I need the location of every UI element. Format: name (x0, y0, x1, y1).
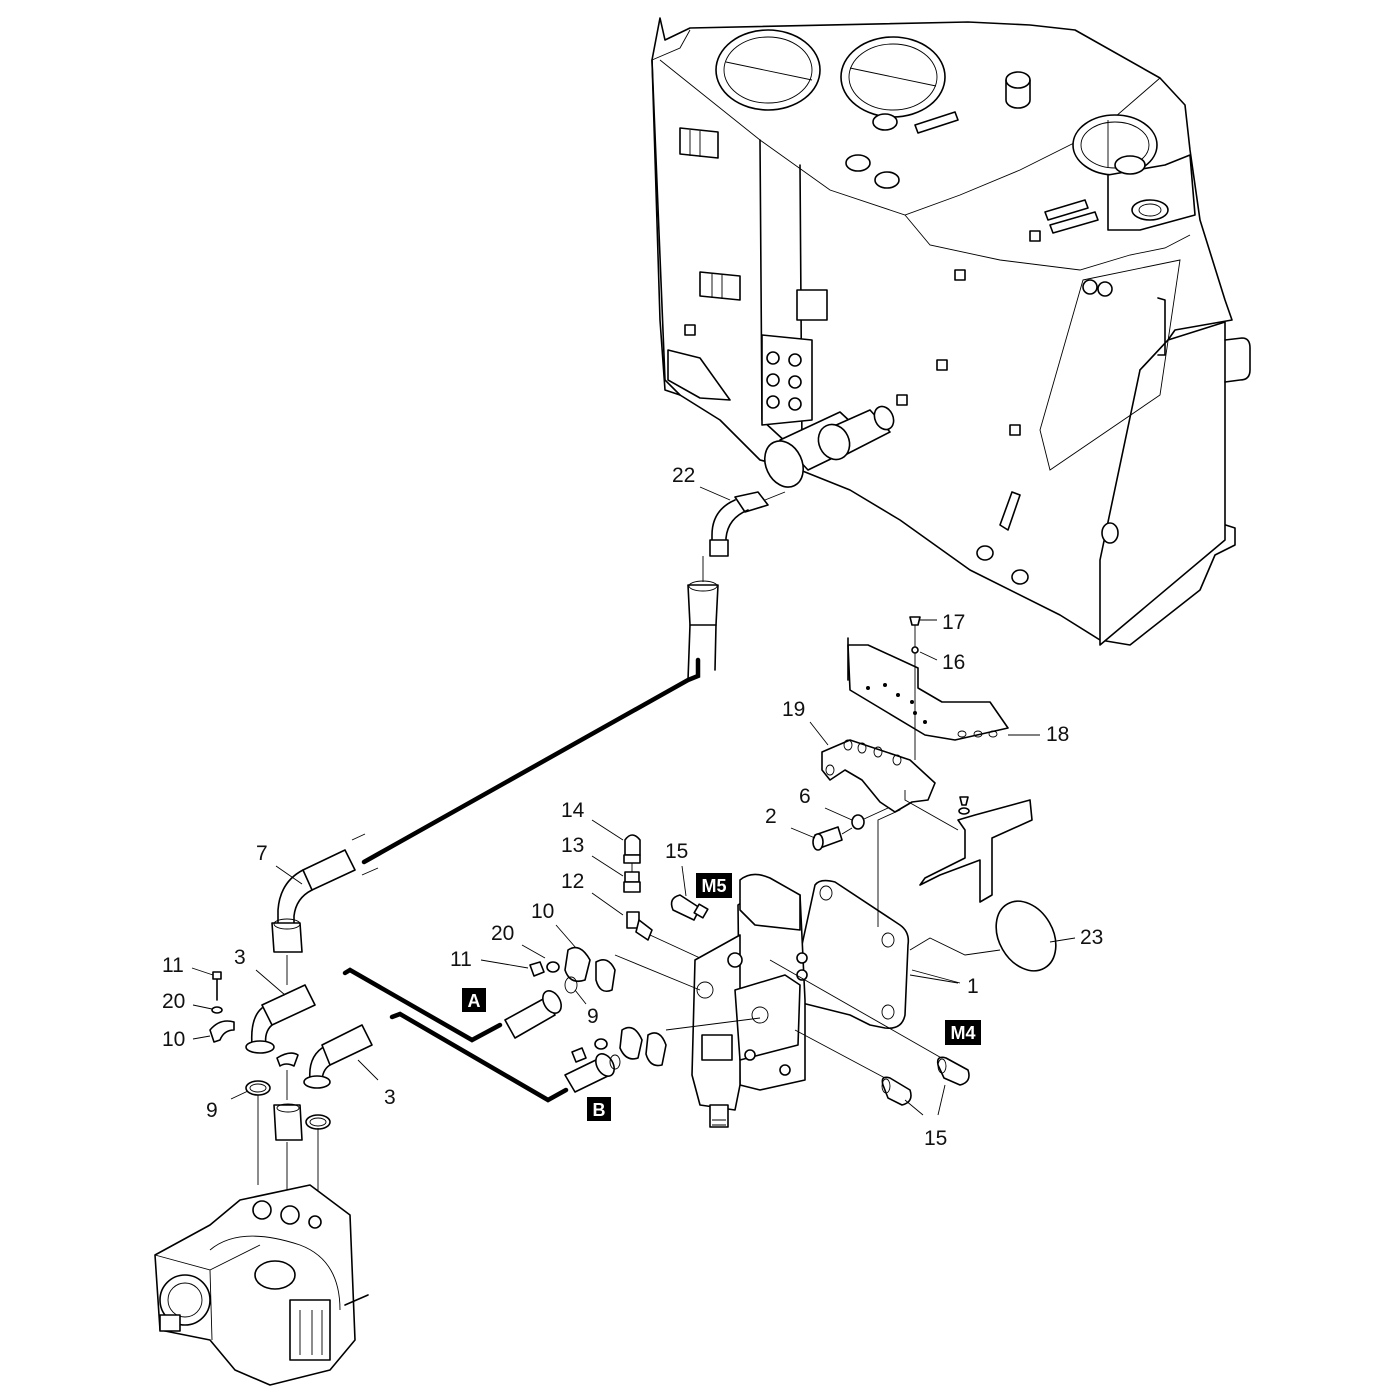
callout-7: 7 (256, 842, 268, 865)
port-tag-m4: M4 (945, 1020, 981, 1045)
hydraulic-pump (154, 1184, 369, 1386)
hose-fittings-3 (245, 984, 373, 1089)
hose-line-b (389, 1011, 569, 1103)
hose-line-7 (361, 657, 701, 865)
callout-17: 17 (942, 611, 965, 634)
plugs-15-m4 (881, 1056, 970, 1106)
callout-10-left: 10 (162, 1028, 185, 1051)
callout-10-mid: 10 (531, 900, 554, 923)
bolt-17-washer-16 (909, 616, 921, 760)
callout-2: 2 (765, 805, 777, 828)
frame-round-openings (715, 29, 946, 118)
callout-11-left: 11 (162, 954, 184, 977)
port-tags: M5 M4 A B (462, 873, 981, 1121)
flange-fittings-a (504, 946, 616, 1039)
port-tag-m5: M5 (696, 873, 732, 898)
svg-text:M4: M4 (950, 1023, 975, 1043)
callout-labels: 22 17 16 19 18 6 2 14 13 12 15 7 10 20 1… (162, 464, 1103, 1150)
callout-6: 6 (799, 785, 811, 808)
plug-15-m5 (670, 894, 709, 921)
frame-block (796, 289, 828, 321)
hose-assembly-22 (687, 491, 786, 681)
callout-13: 13 (561, 834, 584, 857)
callout-9-left: 9 (206, 1099, 218, 1122)
callout-20-mid: 20 (491, 922, 514, 945)
flange-fittings-b (564, 1026, 667, 1093)
callout-16: 16 (942, 651, 965, 674)
port-tag-b: B (587, 1097, 611, 1121)
callout-12: 12 (561, 870, 584, 893)
callout-3-lower: 3 (384, 1086, 396, 1109)
callout-20-left: 20 (162, 990, 185, 1013)
svg-text:M5: M5 (701, 876, 726, 896)
callout-1: 1 (967, 975, 979, 998)
side-bracket (904, 790, 1033, 903)
callout-11-mid: 11 (450, 948, 472, 971)
callout-18: 18 (1046, 723, 1069, 746)
fitting-stack-12-14 (623, 834, 701, 959)
bolt-2-washer-6 (812, 807, 889, 851)
hydraulic-motor-1 (614, 769, 1001, 1128)
port-tag-a: A (462, 988, 486, 1012)
hose-fitting-7 (271, 849, 356, 953)
callout-14: 14 (561, 799, 585, 822)
hose-line-a (342, 967, 503, 1043)
callout-23: 23 (1080, 926, 1103, 949)
svg-text:B: B (593, 1100, 606, 1120)
callout-15-upper: 15 (665, 840, 688, 863)
svg-text:A: A (468, 991, 481, 1011)
pump-controller (289, 1299, 331, 1361)
mounting-bracket-18 (847, 637, 1009, 741)
left-flange-parts (209, 955, 331, 1200)
mounting-bracket-19 (821, 739, 936, 813)
callout-15-lower: 15 (924, 1127, 947, 1150)
frame-cross-tube (763, 405, 895, 488)
callout-22: 22 (672, 464, 695, 487)
callout-9-mid: 9 (587, 1005, 599, 1028)
gasket-23 (995, 900, 1057, 972)
callout-19: 19 (782, 698, 805, 721)
callout-3-upper: 3 (234, 946, 246, 969)
chassis-frame (651, 17, 1251, 646)
